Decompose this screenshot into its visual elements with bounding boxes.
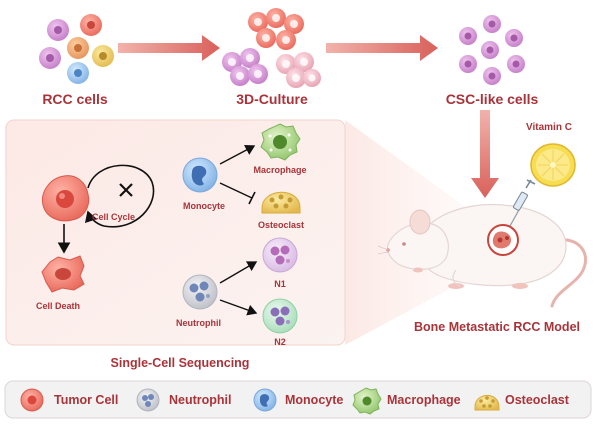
tumor-cell	[41, 175, 90, 222]
monocyte-cell	[182, 157, 218, 193]
arrow-monocyte-to-macrophage	[219, 144, 256, 165]
osteoclast-cell	[261, 191, 301, 214]
bone-metastatic-model-label: Bone Metastatic RCC Model	[414, 320, 580, 334]
3d-culture-label: 3D-Culture	[236, 91, 308, 107]
legend-osteoclast-label: Osteoclast	[505, 393, 570, 407]
cell-death-label: Cell Death	[36, 301, 80, 311]
monocyte-label: Monocyte	[183, 201, 225, 211]
arrow-3d-to-csc	[326, 35, 438, 61]
legend-item-monocyte: Monocyte	[253, 388, 343, 412]
arrow-neutrophil-to-n2	[219, 299, 258, 316]
neutrophil-label: Neutrophil	[176, 318, 221, 328]
syringe-icon	[509, 179, 536, 227]
arrow-csc-to-model	[471, 110, 499, 198]
cell-cycle-label: Cell Cycle	[92, 212, 135, 222]
macrophage-label: Macrophage	[253, 165, 306, 175]
rcc-cells-label: RCC cells	[42, 91, 108, 107]
cell-cycle-loop	[84, 164, 155, 228]
n2-cell	[262, 298, 298, 334]
csc-like-cells-cluster	[459, 15, 525, 85]
macrophage-cell	[260, 123, 301, 161]
legend-item-macrophage: Macrophage	[352, 387, 461, 415]
legend-item-neutrophil: Neutrophil	[136, 388, 232, 412]
legend-tumor-cell-label: Tumor Cell	[54, 393, 118, 407]
3d-culture-cluster	[222, 8, 321, 88]
neutrophil-cell	[182, 274, 218, 310]
legend-osteoclast-icon	[474, 394, 500, 411]
single-cell-sequencing-title: Single-Cell Sequencing	[111, 356, 250, 370]
n1-label: N1	[274, 279, 286, 289]
single-cell-panel	[5, 119, 346, 346]
legend-item-osteoclast: Osteoclast	[474, 393, 570, 411]
n1-cell	[262, 237, 298, 273]
arrow-rcc-to-3d	[118, 35, 220, 61]
vitamin-c-label: Vitamin C	[526, 122, 572, 133]
legend-monocyte-label: Monocyte	[285, 393, 343, 407]
inhibit-monocyte-to-osteoclast	[219, 182, 256, 205]
dying-cell	[41, 255, 85, 293]
n2-label: N2	[274, 337, 286, 347]
osteoclast-label: Osteoclast	[258, 220, 304, 230]
legend-neutrophil-icon	[136, 388, 160, 412]
bone-metastasis-inset	[487, 224, 519, 256]
legend-neutrophil-label: Neutrophil	[169, 393, 232, 407]
cell-cycle-block-icon	[119, 183, 133, 197]
legend-macrophage-label: Macrophage	[387, 393, 461, 407]
lemon-icon	[530, 143, 576, 187]
legend-item-tumor-cell: Tumor Cell	[20, 388, 118, 412]
rcc-cells-cluster	[39, 14, 114, 84]
csc-like-cells-label: CSC-like cells	[446, 91, 539, 107]
arrow-neutrophil-to-n1	[219, 261, 258, 284]
